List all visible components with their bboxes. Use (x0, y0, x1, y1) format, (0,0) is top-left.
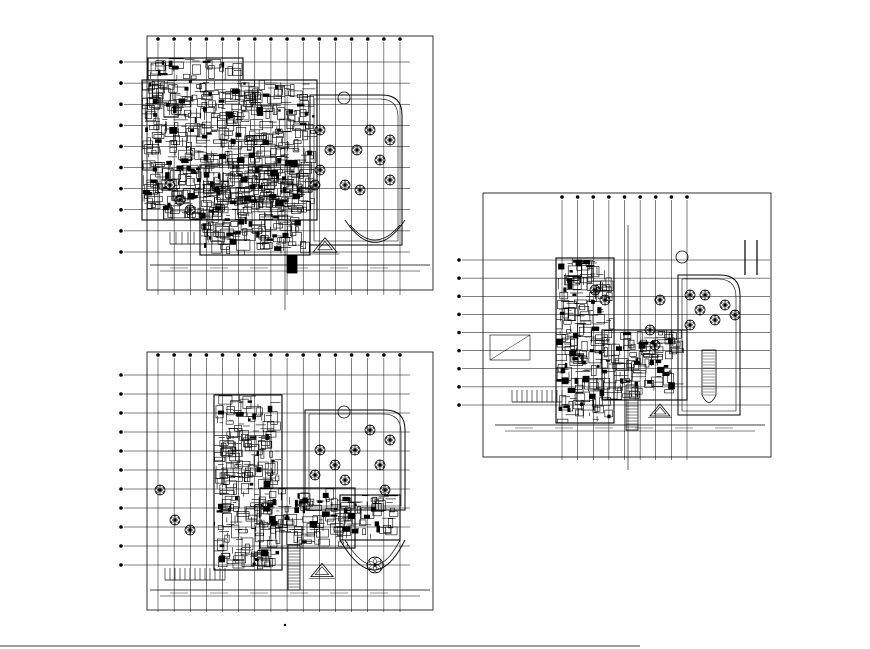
curved-wing (339, 539, 406, 571)
oval-pool (701, 349, 717, 403)
tree-symbol (314, 124, 326, 136)
round-kiosk (337, 405, 351, 419)
landscaped-courtyard (309, 94, 403, 246)
tree-symbol (654, 294, 666, 306)
tree-symbol (364, 124, 376, 136)
tree-symbol (374, 459, 386, 471)
tree-symbol (349, 444, 361, 456)
tree-symbol (309, 179, 321, 191)
tree-symbol (174, 194, 186, 206)
ramp-hatch (489, 334, 531, 361)
tree-symbol (314, 444, 326, 456)
tree-symbol (379, 484, 391, 496)
tree-symbol (684, 319, 696, 331)
tree-symbol (354, 184, 366, 196)
tree-symbol (699, 289, 711, 301)
curved-wing (349, 224, 401, 241)
tree-symbol (649, 339, 661, 351)
tree-symbol (329, 459, 341, 471)
tree-symbol (309, 469, 321, 481)
tree-symbol (339, 474, 351, 486)
tree-symbol (384, 134, 396, 146)
parking-stalls (511, 390, 563, 403)
tree-symbol (709, 314, 721, 326)
tree-symbol (154, 484, 166, 496)
tree-symbol (364, 424, 376, 436)
landscaped-courtyard (304, 409, 406, 511)
round-kiosk (675, 250, 689, 264)
tree-symbol (729, 309, 741, 321)
tree-symbol (644, 324, 656, 336)
tree-symbol (351, 144, 363, 156)
site-road (495, 424, 765, 432)
plan-right (457, 192, 772, 470)
tree-symbol (694, 304, 706, 316)
plan-lower-left (119, 351, 434, 627)
tree-symbol (374, 154, 386, 166)
structural-axis-grid (457, 195, 770, 460)
tree-symbol (324, 144, 336, 156)
entrance-canopy (310, 237, 340, 255)
tree-symbol (719, 299, 731, 311)
tree-symbol (314, 164, 326, 176)
round-kiosk (337, 91, 351, 105)
landscaped-courtyard (677, 274, 741, 416)
entrance-canopy (648, 403, 672, 418)
parking-stalls (169, 232, 231, 245)
tree-symbol (184, 524, 196, 536)
tree-symbol (184, 204, 196, 216)
entrance-canopy (308, 562, 336, 579)
plan-upper-left (119, 35, 434, 310)
tree-symbol (366, 556, 384, 574)
tree-symbol (384, 434, 396, 446)
tree-symbol (169, 514, 181, 526)
parking-stalls (164, 568, 226, 581)
site-road (150, 589, 430, 597)
section-marker (283, 623, 287, 627)
stair-run (287, 544, 301, 591)
tree-symbol (589, 284, 601, 296)
tree-symbol (164, 179, 176, 191)
tree-symbol (384, 174, 396, 186)
tree-symbol (684, 289, 696, 301)
tree-symbol (599, 294, 611, 306)
tree-symbol (339, 179, 351, 191)
